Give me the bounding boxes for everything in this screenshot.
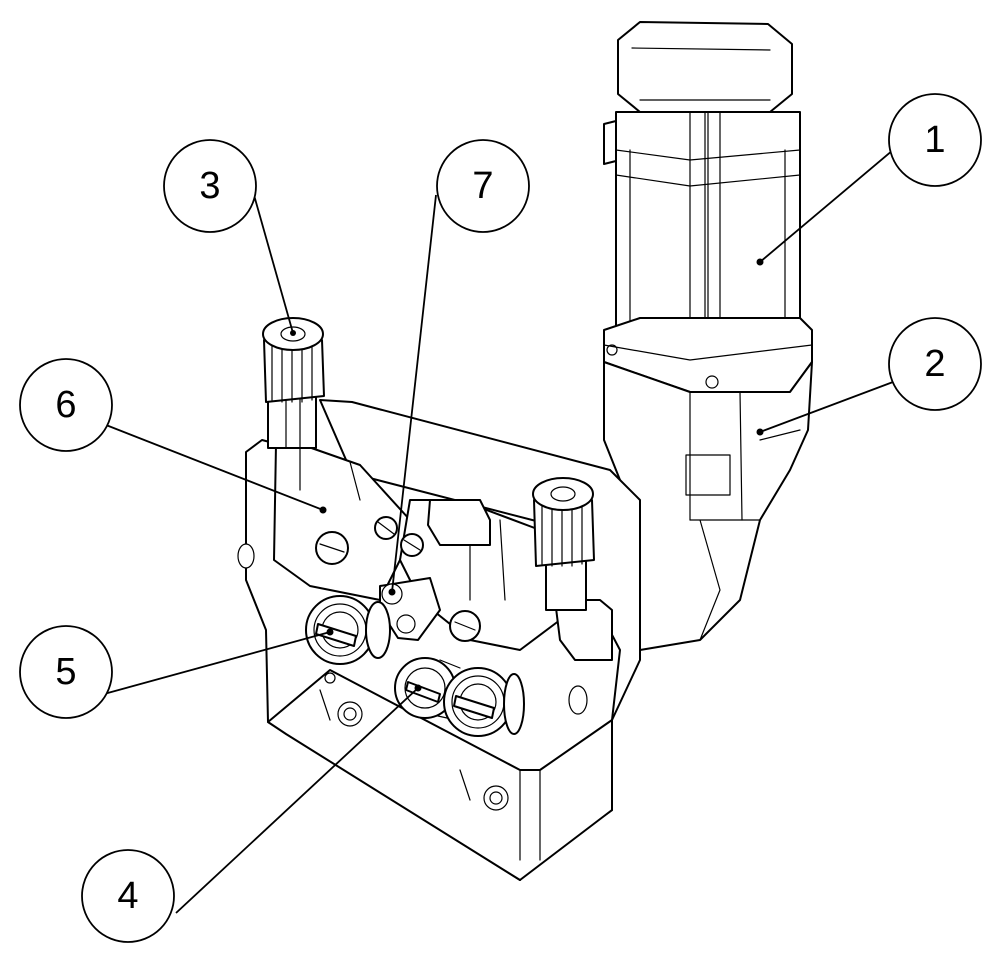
callout-5: 5 xyxy=(19,625,113,719)
feed-roller-center xyxy=(394,657,461,721)
callout-4: 4 xyxy=(81,849,175,943)
callout-5-label: 5 xyxy=(55,651,76,693)
tension-knob-right xyxy=(532,477,595,611)
callout-1: 1 xyxy=(888,93,982,187)
feed-roller-lower-right xyxy=(443,667,525,737)
callout-7-label: 7 xyxy=(472,165,493,207)
callout-3: 3 xyxy=(163,139,257,233)
callout-4-label: 4 xyxy=(117,875,138,917)
leader-lines xyxy=(103,149,894,914)
callout-6: 6 xyxy=(19,358,113,452)
pressure-arm-left xyxy=(273,443,411,601)
callout-6-label: 6 xyxy=(55,384,76,426)
motor xyxy=(603,21,813,393)
callout-2: 2 xyxy=(888,317,982,411)
callout-7: 7 xyxy=(436,139,530,233)
callout-2-label: 2 xyxy=(924,343,945,385)
callout-3-label: 3 xyxy=(199,165,220,207)
feed-roller-upper-left xyxy=(305,595,391,665)
callout-1-label: 1 xyxy=(924,119,945,161)
tension-knob-left xyxy=(262,317,325,449)
